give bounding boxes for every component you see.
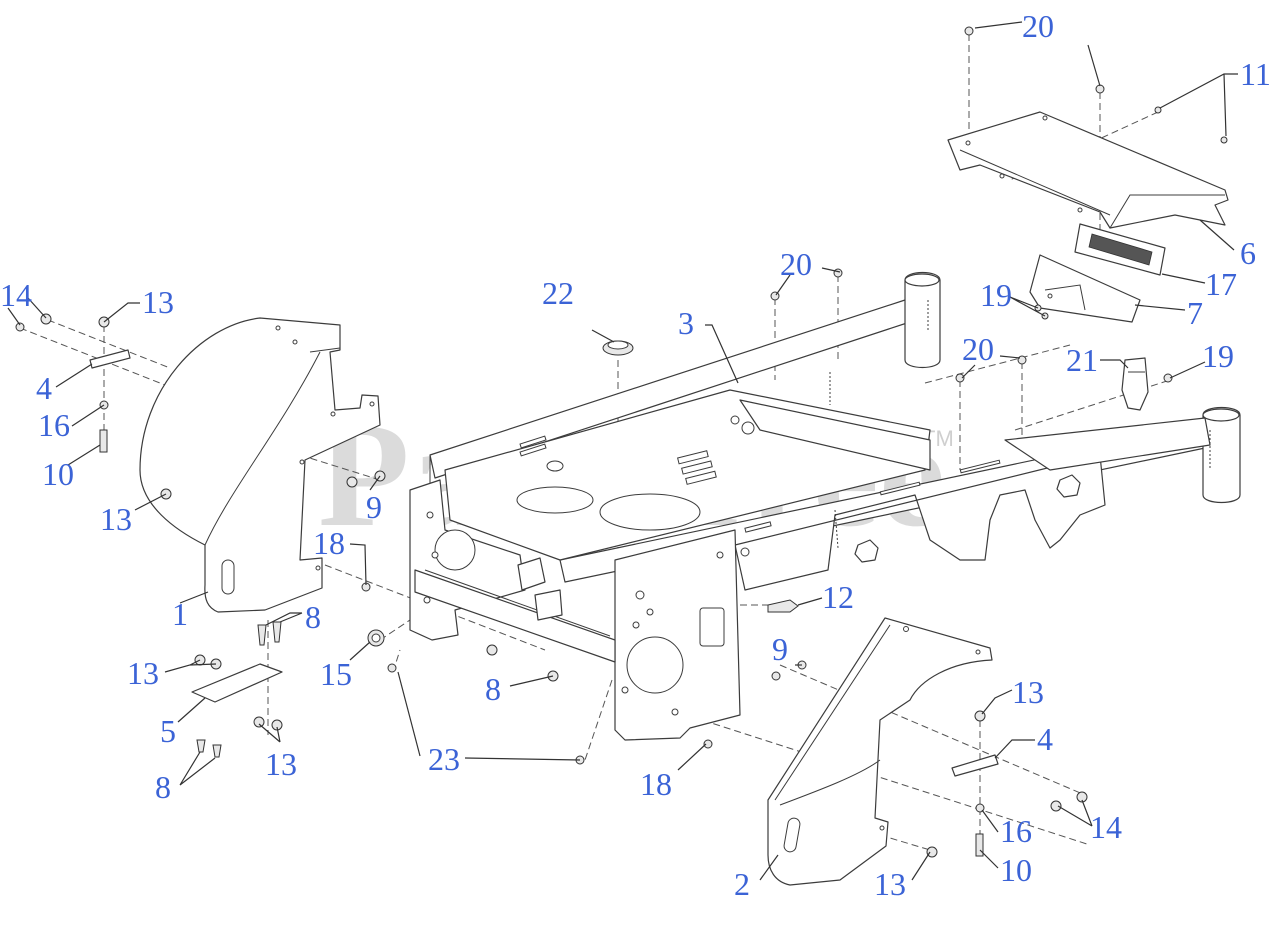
- callout-17: 17: [1205, 266, 1237, 302]
- seat-cover: [947, 111, 1229, 229]
- callout-10-left: 10: [42, 456, 74, 492]
- callout-20-c: 20: [962, 331, 994, 367]
- bracket-plate: [1029, 254, 1141, 323]
- callout-5: 5: [160, 713, 176, 749]
- right-fender: [767, 617, 993, 886]
- callout-8-c: 8: [155, 769, 171, 805]
- callout-18-right: 18: [640, 766, 672, 802]
- callout-4-left: 4: [36, 370, 52, 406]
- callout-13-e: 13: [1012, 674, 1044, 710]
- callout-labels: 1 2 3 4 4 5 6 7 8 8 8 8 9 9 10 10 11 12 …: [0, 8, 1271, 902]
- callout-9-left: 9: [366, 489, 382, 525]
- callout-20-b: 20: [780, 246, 812, 282]
- callout-2: 2: [734, 866, 750, 902]
- callout-16-right: 16: [1000, 813, 1032, 849]
- callout-6: 6: [1240, 235, 1256, 271]
- callout-7: 7: [1187, 295, 1203, 331]
- callout-14-left: 14: [0, 277, 32, 313]
- callout-4-right: 4: [1037, 721, 1053, 757]
- leader-lines: [7, 21, 1238, 881]
- callout-21: 21: [1066, 342, 1098, 378]
- callout-9-right: 9: [772, 631, 788, 667]
- callout-13-d: 13: [265, 746, 297, 782]
- callout-8-a: 8: [305, 599, 321, 635]
- callout-1: 1: [172, 596, 188, 632]
- main-frame: [409, 271, 1241, 741]
- callout-13-c: 13: [127, 655, 159, 691]
- callout-23: 23: [428, 741, 460, 777]
- callout-3: 3: [678, 305, 694, 341]
- grommet: [602, 340, 634, 356]
- callout-10-right: 10: [1000, 852, 1032, 888]
- callout-13-f: 13: [874, 866, 906, 902]
- left-fender: [139, 317, 381, 613]
- callout-12: 12: [822, 579, 854, 615]
- callout-13-a: 13: [142, 284, 174, 320]
- callout-19-right: 19: [1202, 338, 1234, 374]
- callout-16-left: 16: [38, 407, 70, 443]
- callout-8-b: 8: [485, 671, 501, 707]
- decal-plate: [1074, 223, 1166, 276]
- callout-18-left: 18: [313, 525, 345, 561]
- callout-11: 11: [1240, 56, 1271, 92]
- callout-14-right: 14: [1090, 809, 1122, 845]
- callout-20-a: 20: [1022, 8, 1054, 44]
- hardware: [15, 26, 1228, 858]
- latch: [1121, 357, 1149, 411]
- callout-19-top: 19: [980, 277, 1012, 313]
- callout-22: 22: [542, 275, 574, 311]
- callout-13-b: 13: [100, 501, 132, 537]
- callout-15: 15: [320, 656, 352, 692]
